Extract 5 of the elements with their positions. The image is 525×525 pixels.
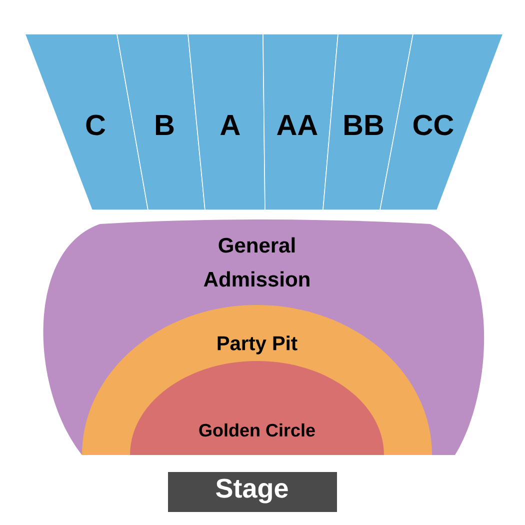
seat-section: A <box>188 34 266 210</box>
stage: Stage <box>168 472 337 512</box>
seating-area: Golden Circle <box>130 361 384 455</box>
seat-section: BB <box>322 34 414 210</box>
seat-section: B <box>116 34 206 210</box>
